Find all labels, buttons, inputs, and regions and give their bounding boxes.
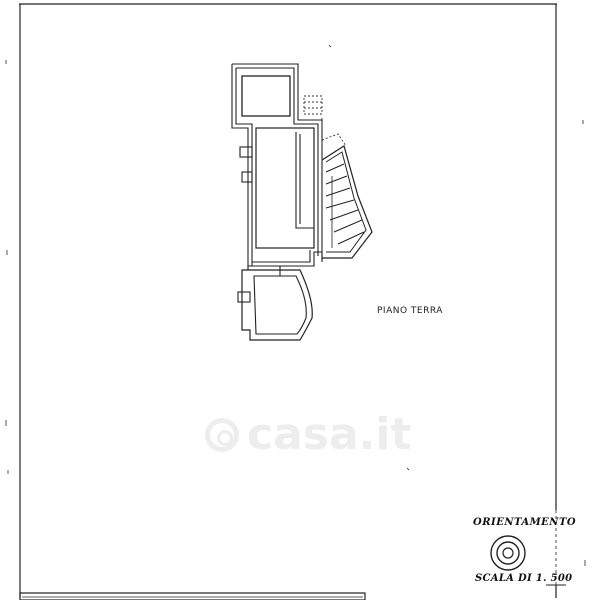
lower-transition-wall (247, 251, 323, 270)
scan-mark (406, 467, 410, 471)
stair-tread (329, 209, 359, 221)
stair-tread (325, 175, 348, 185)
orientation-title: ORIENTAMENTO (473, 517, 577, 528)
dashed-box-north (303, 95, 323, 115)
stair-tread (333, 219, 363, 233)
west-niche-lower (241, 171, 253, 183)
stair-tread (325, 163, 345, 173)
inner-wall-west (235, 68, 253, 266)
dashed-projections (303, 95, 347, 160)
outer-wall-north-east (232, 63, 323, 260)
west-niche-upper (239, 146, 253, 158)
south-annex-inner (253, 275, 307, 335)
watermark-text: casa.it (247, 409, 412, 460)
staircase-inner-outline (325, 151, 367, 253)
building-walls (231, 63, 323, 341)
staircase-outline (321, 145, 373, 259)
inner-wall-north-east (236, 67, 319, 256)
watermark: casa.it (205, 405, 415, 465)
compass-outer-ring (490, 535, 526, 571)
external-staircase (321, 145, 373, 259)
lower-transition-inner (252, 250, 311, 263)
north-room (241, 75, 291, 117)
stair-tread (325, 199, 355, 209)
internal-partition (295, 132, 314, 229)
scan-mark (328, 44, 332, 48)
compass-inner-ring (502, 547, 514, 559)
compass-rose-icon (490, 535, 526, 571)
house-logo-icon (205, 418, 239, 452)
outer-wall-west (231, 64, 249, 270)
main-room (255, 127, 315, 249)
south-annex-outer (241, 269, 313, 341)
floor-label: PIANO TERRA (377, 306, 443, 316)
scale-text: SCALA DI 1. 500 (475, 573, 573, 584)
stair-tread (325, 187, 351, 197)
stair-tread (337, 231, 365, 245)
scan-marks (5, 44, 586, 566)
south-annex-niche (237, 291, 251, 303)
dashed-stair-top (321, 133, 347, 147)
compass-middle-ring (496, 541, 520, 565)
title-block-edge (19, 592, 366, 600)
sheet-frame (19, 3, 566, 600)
